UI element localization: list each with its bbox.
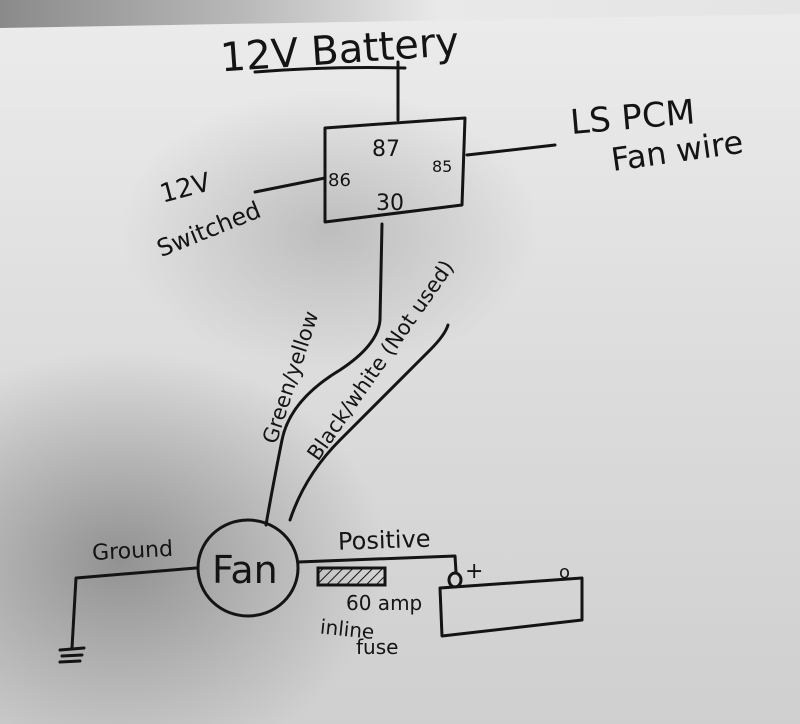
battery-underline (253, 66, 407, 74)
pcm-wire (465, 143, 557, 157)
fan-circle (196, 518, 300, 618)
battery-positive-post (447, 571, 463, 589)
fuse-inline-label: inline (319, 614, 376, 644)
battery-box (438, 576, 584, 638)
inline-fuse (316, 566, 387, 587)
battery-positive-terminal: + (465, 559, 483, 584)
positive-wire (296, 554, 458, 574)
black-white-wire (288, 323, 450, 522)
relay-box (323, 116, 467, 224)
relay-pin-86: 86 (328, 170, 351, 191)
positive-label: Positive (338, 525, 431, 556)
ground-wire (70, 566, 198, 650)
ground-symbol-icon (58, 646, 86, 664)
green-yellow-label: Green/yellow (258, 308, 323, 446)
relay-pin-30: 30 (376, 191, 404, 216)
fuse-amp-label: 60 amp (346, 591, 422, 615)
ground-label: Ground (91, 537, 173, 566)
fan-label: Fan (212, 548, 278, 592)
relay-pin-85: 85 (432, 157, 452, 176)
green-yellow-wire (264, 222, 384, 527)
switched-label-12v: 12V (157, 167, 214, 209)
battery-negative-terminal: o (559, 562, 570, 583)
switched-wire (253, 176, 327, 194)
fuse-fuse-label: fuse (356, 635, 398, 659)
relay-pin-87: 87 (372, 137, 400, 162)
